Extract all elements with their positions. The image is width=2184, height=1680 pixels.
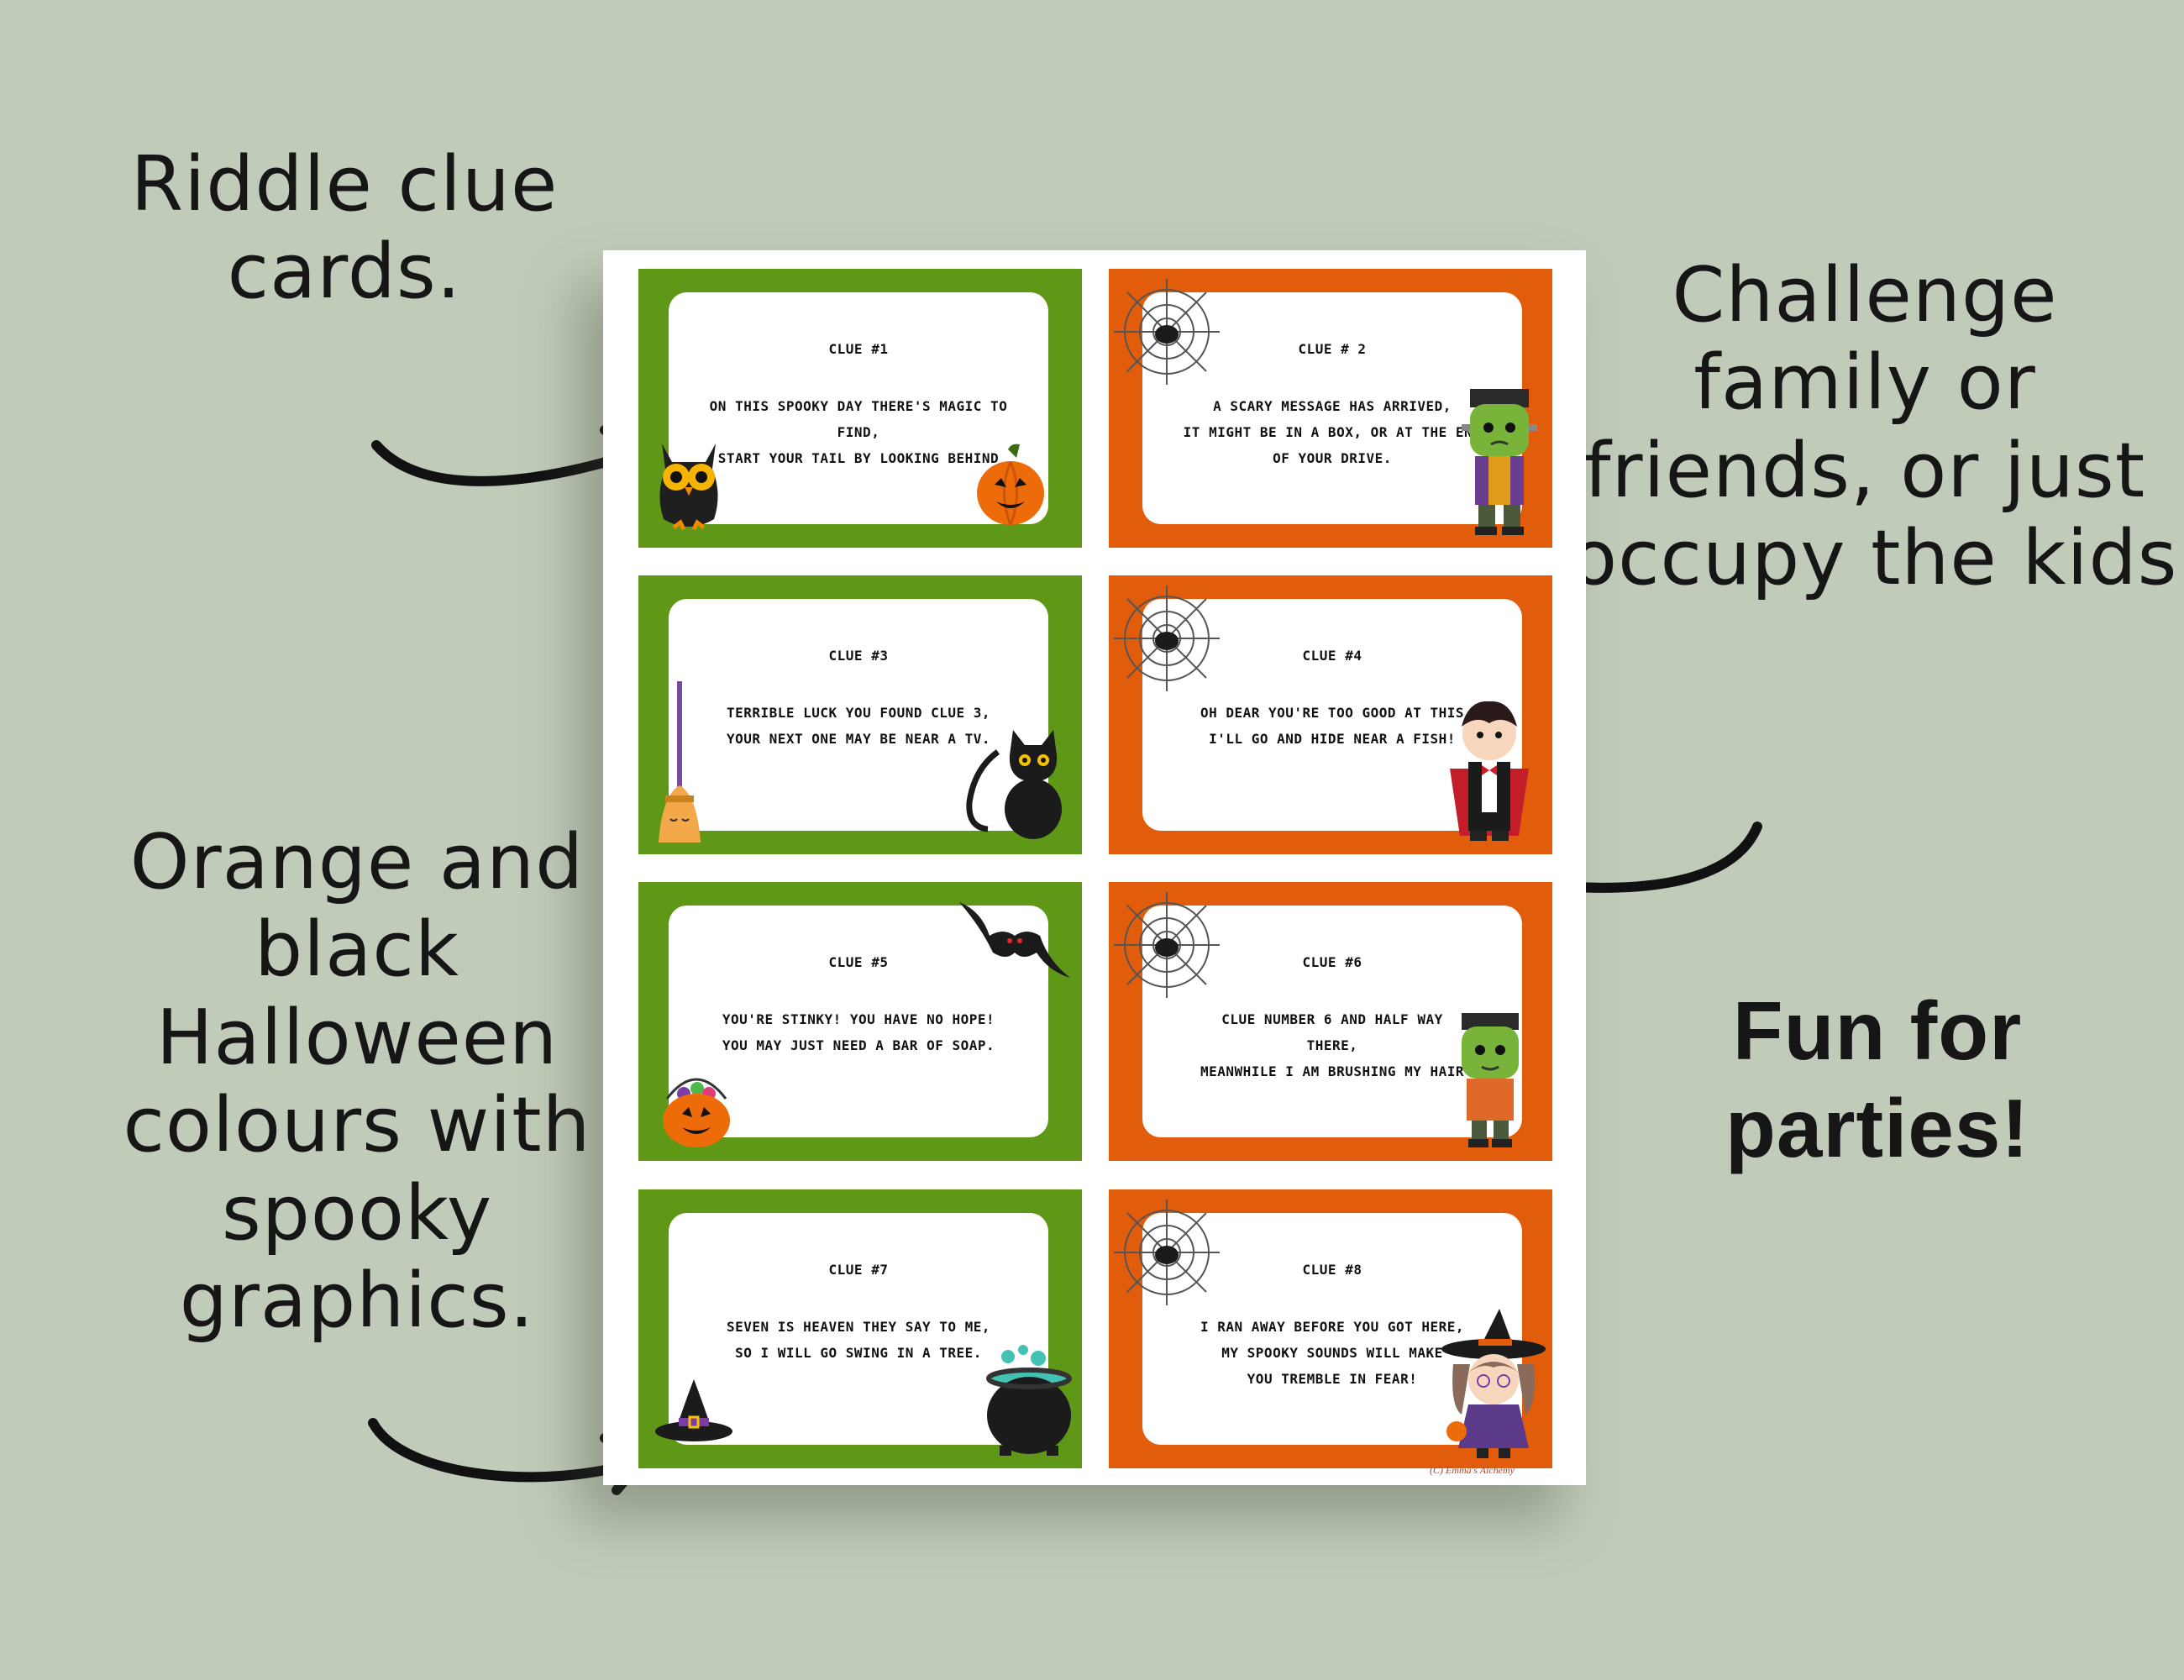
clue-card-2: CLUE # 2 A SCARY MESSAGE HAS ARRIVED, IT… — [1109, 269, 1552, 548]
callout-line: family or — [1693, 339, 2036, 428]
callout-line: Challenge — [1672, 251, 2058, 339]
witch-hat-icon — [655, 1379, 732, 1441]
clue-line: CLUE NUMBER 6 AND HALF WAY — [1221, 1011, 1443, 1027]
clue-line: OH DEAR YOU'RE TOO GOOD AT THIS — [1200, 705, 1465, 721]
callout-line: Orange and — [129, 818, 585, 906]
clue-line: SO I WILL GO SWING IN A TREE. — [735, 1345, 982, 1361]
clue-line: YOUR NEXT ONE MAY BE NEAR A TV. — [726, 731, 991, 747]
card-inner: CLUE #7 SEVEN IS HEAVEN THEY SAY TO ME, … — [669, 1213, 1048, 1445]
witch-girl-icon — [1441, 1309, 1546, 1458]
clue-title: CLUE #1 — [828, 341, 889, 357]
clue-line: THERE, — [1306, 1037, 1358, 1053]
clue-title: CLUE #6 — [1302, 954, 1362, 970]
clue-line: MY SPOOKY SOUNDS WILL MAKE — [1221, 1345, 1443, 1361]
owl-icon — [659, 444, 718, 531]
black-cat-icon — [966, 730, 1062, 839]
clue-card-5: CLUE #5 YOU'RE STINKY! YOU HAVE NO HOPE!… — [638, 882, 1082, 1161]
clue-line: FIND, — [837, 424, 880, 440]
clue-line: YOU MAY JUST NEED A BAR OF SOAP. — [722, 1037, 995, 1053]
clue-card-6: CLUE #6 CLUE NUMBER 6 AND HALF WAY THERE… — [1109, 882, 1552, 1161]
clue-card-3: CLUE #3 TERRIBLE LUCK YOU FOUND CLUE 3, … — [638, 575, 1082, 854]
clue-title: CLUE #4 — [1302, 648, 1362, 664]
callout-line: parties! — [1725, 1081, 2029, 1174]
clue-title: CLUE #8 — [1302, 1262, 1362, 1278]
clue-text: I RAN AWAY BEFORE YOU GOT HERE, MY SPOOK… — [1154, 1314, 1510, 1392]
callout-line: spooky — [221, 1168, 493, 1257]
clue-title: CLUE #3 — [828, 648, 889, 664]
callout-line: graphics. — [179, 1256, 535, 1345]
clue-line: ON THIS SPOOKY DAY THERE'S MAGIC TO — [709, 398, 1008, 414]
callout-line: Fun for — [1732, 984, 2023, 1077]
callout-line: Riddle clue — [130, 140, 559, 228]
clue-text: TERRIBLE LUCK YOU FOUND CLUE 3, YOUR NEX… — [680, 700, 1037, 752]
card-inner: CLUE #3 TERRIBLE LUCK YOU FOUND CLUE 3, … — [669, 599, 1048, 831]
clue-card-4: CLUE #4 OH DEAR YOU'RE TOO GOOD AT THIS … — [1109, 575, 1552, 854]
clue-line: A SCARY MESSAGE HAS ARRIVED, — [1213, 398, 1452, 414]
callout-line: colours with — [123, 1081, 591, 1170]
vampire-icon — [1450, 701, 1529, 841]
frankenstein-icon — [1462, 389, 1537, 535]
callout-fun-for-parties: Fun for parties! — [1655, 983, 2100, 1177]
bat-icon — [959, 902, 1070, 978]
clue-line: IT MIGHT BE IN A BOX, OR AT THE END — [1183, 424, 1482, 440]
clue-line: YOU'RE STINKY! YOU HAVE NO HOPE! — [722, 1011, 995, 1027]
callout-line: black — [255, 906, 459, 995]
clue-line: MEANWHILE I AM BRUSHING MY HAIR — [1200, 1063, 1465, 1079]
clue-line: YOU TREMBLE IN FEAR! — [1247, 1371, 1418, 1387]
spiderweb-icon — [1114, 279, 1220, 385]
clue-card-7: CLUE #7 SEVEN IS HEAVEN THEY SAY TO ME, … — [638, 1189, 1082, 1468]
spiderweb-icon — [1114, 892, 1220, 998]
clue-text: SEVEN IS HEAVEN THEY SAY TO ME, SO I WIL… — [680, 1314, 1037, 1366]
clue-line: START YOUR TAIL BY LOOKING BEHIND — [717, 450, 1000, 466]
card-inner: CLUE # 2 A SCARY MESSAGE HAS ARRIVED, IT… — [1142, 292, 1522, 524]
clue-text: OH DEAR YOU'RE TOO GOOD AT THIS I'LL GO … — [1154, 700, 1510, 752]
clue-title: CLUE # 2 — [1298, 341, 1367, 357]
spiderweb-icon — [1114, 585, 1220, 691]
callout-line: occupy the kids. — [1571, 514, 2184, 603]
callout-riddle-clue-cards: Riddle clue cards. — [76, 140, 613, 317]
card-inner: CLUE #5 YOU'RE STINKY! YOU HAVE NO HOPE!… — [669, 906, 1048, 1137]
callout-halloween-colours: Orange and black Halloween colours with … — [84, 818, 630, 1345]
broom-icon — [659, 681, 701, 843]
clue-text: YOU'RE STINKY! YOU HAVE NO HOPE! YOU MAY… — [680, 1006, 1037, 1058]
spiderweb-icon — [1114, 1200, 1220, 1305]
cauldron-icon — [986, 1345, 1072, 1456]
candy-bucket-icon — [663, 1078, 730, 1147]
clue-text: A SCARY MESSAGE HAS ARRIVED, IT MIGHT BE… — [1154, 393, 1510, 471]
clue-line: OF YOUR DRIVE. — [1273, 450, 1392, 466]
clue-line: SEVEN IS HEAVEN THEY SAY TO ME, — [726, 1319, 991, 1335]
clue-card-1: CLUE #1 ON THIS SPOOKY DAY THERE'S MAGIC… — [638, 269, 1082, 548]
callout-challenge-family: Challenge family or friends, or just occ… — [1571, 251, 2184, 603]
clue-title: CLUE #7 — [828, 1262, 889, 1278]
clue-card-8: CLUE #8 I RAN AWAY BEFORE YOU GOT HERE, … — [1109, 1189, 1552, 1468]
callout-line: cards. — [227, 228, 462, 317]
callout-line: friends, or just — [1583, 426, 2146, 515]
printable-sheet: CLUE #1 ON THIS SPOOKY DAY THERE'S MAGIC… — [603, 250, 1586, 1485]
clue-title: CLUE #5 — [828, 954, 889, 970]
clue-line: I RAN AWAY BEFORE YOU GOT HERE, — [1200, 1319, 1465, 1335]
pumpkin-icon — [977, 444, 1044, 526]
clue-line: I'LL GO AND HIDE NEAR A FISH! — [1209, 731, 1456, 747]
clue-text: ON THIS SPOOKY DAY THERE'S MAGIC TO FIND… — [680, 393, 1037, 471]
frankenstein-icon — [1462, 1013, 1519, 1147]
clue-text: CLUE NUMBER 6 AND HALF WAY THERE, MEANWH… — [1154, 1006, 1510, 1084]
clue-line: TERRIBLE LUCK YOU FOUND CLUE 3, — [726, 705, 991, 721]
callout-line: Halloween — [155, 993, 559, 1082]
copyright-text: (C) Emma's Alchemy — [1430, 1464, 1515, 1476]
